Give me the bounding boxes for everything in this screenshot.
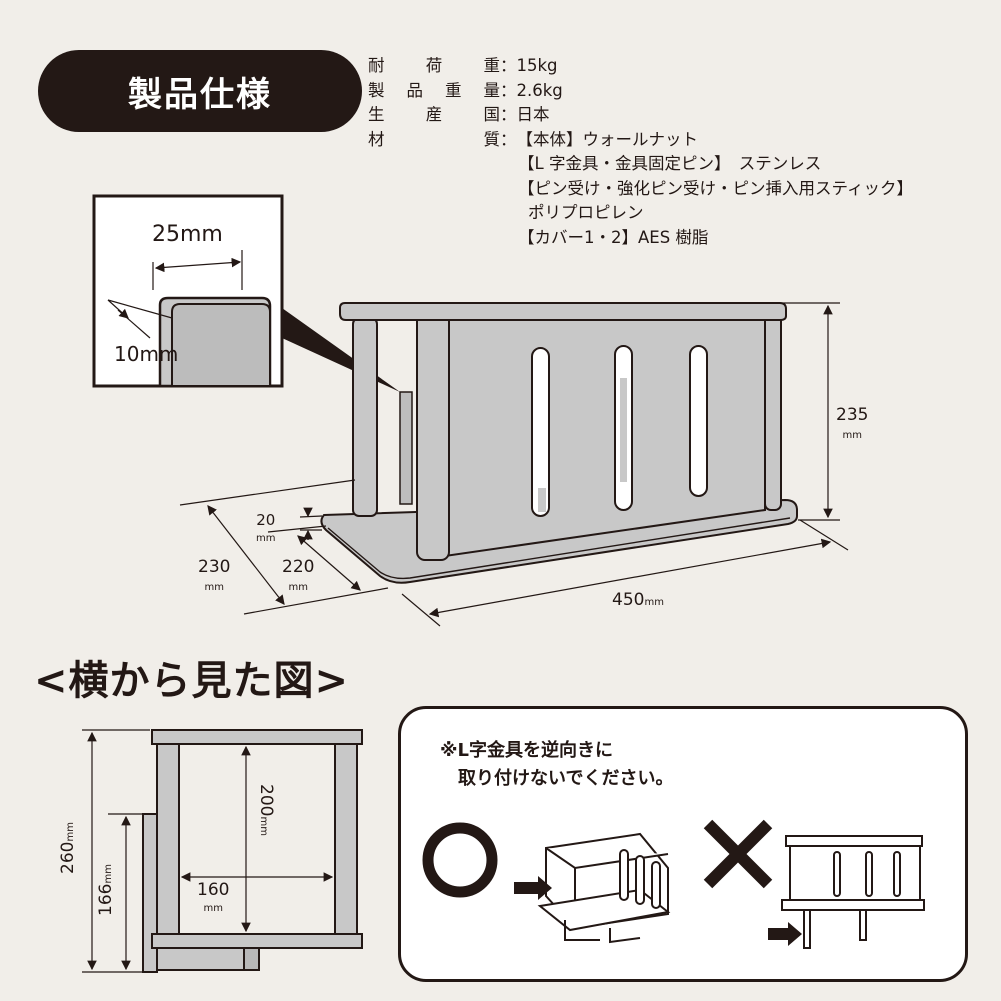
material-line-3: ポリプロピレン — [528, 203, 644, 222]
inner-height-label: 200mm — [255, 784, 276, 836]
bracket-height-label: 166mm — [95, 864, 116, 916]
detail-width-label: 25mm — [152, 222, 223, 247]
detail-thickness-label: 10mm — [114, 342, 179, 366]
spec-title: 製品仕様 — [128, 74, 272, 115]
width-label: 450mm — [612, 590, 664, 610]
spec-value-origin: 日本 — [516, 105, 550, 124]
spec-title-badge: 製品仕様 — [38, 50, 362, 132]
side-view-title: <横から見た図> — [34, 658, 350, 704]
spec-row-material: 材質 ：【本体】ウォールナット — [368, 128, 913, 153]
total-height-label: 260mm — [57, 822, 78, 874]
caution-text: ※L字金具を逆向きに 取り付けないでください。 — [440, 740, 674, 789]
spec-value-material: 【本体】ウォールナット — [516, 129, 699, 149]
spec-row-load: 耐荷重 ：15kg — [368, 54, 913, 79]
side-view-drawing — [142, 729, 363, 973]
product-3d-view — [320, 302, 798, 584]
side-dimension-lines — [82, 729, 334, 973]
spec-row-weight: 製品重量 ：2.6kg — [368, 79, 913, 104]
material-line-4: 【カバー1・2】AES 樹脂 — [518, 227, 709, 247]
detail-inset — [92, 194, 284, 388]
material-line-2: 【ピン受け・強化ピン受け・ピン挿入用スティック】 — [518, 178, 914, 198]
material-line-1: 【L 字金具・金具固定ピン】 ステンレス — [518, 154, 822, 173]
spec-row-origin: 生産国 ：日本 — [368, 103, 913, 128]
spec-list: 耐荷重 ：15kg 製品重量 ：2.6kg 生産国 ：日本 材質 ：【本体】ウォ… — [368, 54, 913, 250]
dimension-lines — [179, 302, 849, 627]
spec-value-weight: 2.6kg — [516, 80, 563, 100]
spec-value-load: 15kg — [516, 56, 558, 75]
